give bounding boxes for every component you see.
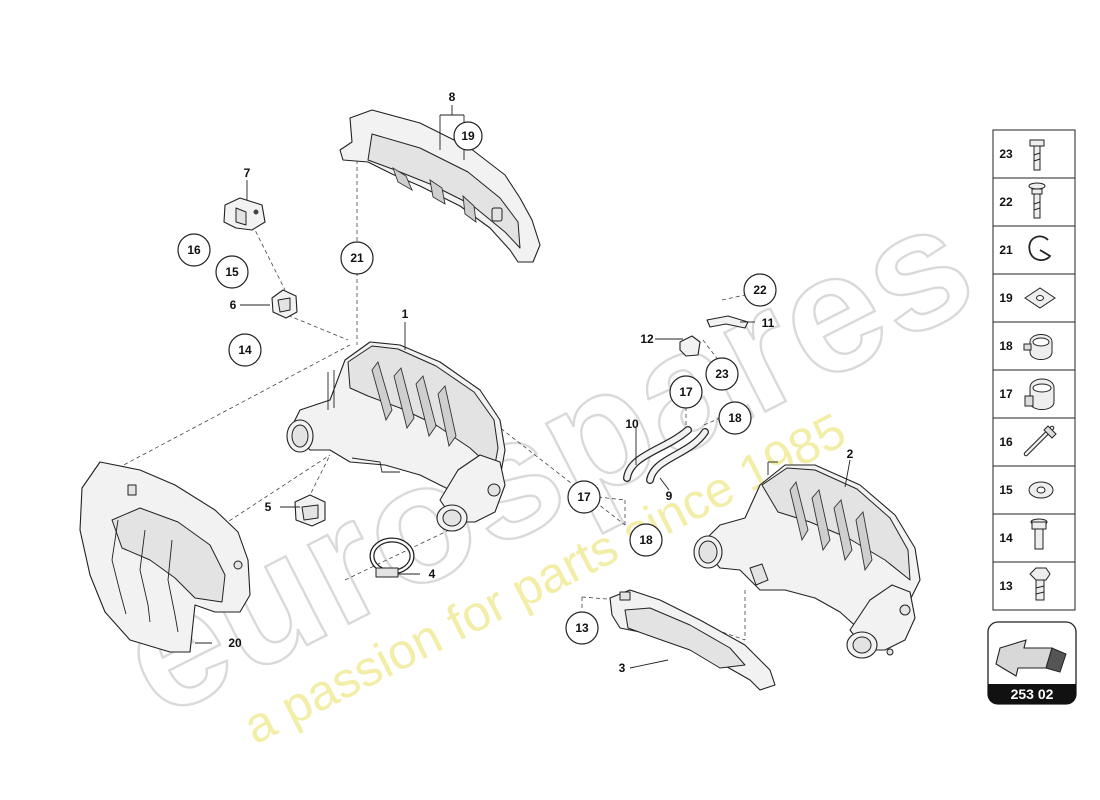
circled-callout-23: 23 — [705, 357, 739, 391]
callout-12: 12 — [640, 332, 654, 346]
svg-text:13: 13 — [999, 579, 1013, 593]
circled-callout-15: 15 — [215, 255, 249, 289]
watermark-brand: eurospares — [91, 164, 1001, 752]
mount-6 — [271, 289, 298, 319]
legend-row-15: 15 — [992, 465, 1076, 515]
svg-text:16: 16 — [187, 243, 201, 257]
svg-text:14: 14 — [238, 343, 252, 357]
mount-5 — [294, 494, 326, 527]
legend-row-19: 19 — [992, 273, 1076, 323]
svg-text:14: 14 — [999, 531, 1013, 545]
svg-text:16: 16 — [999, 435, 1013, 449]
svg-text:19: 19 — [999, 291, 1013, 305]
svg-text:17: 17 — [679, 385, 693, 399]
callout-4: 4 — [429, 567, 436, 581]
callout-7: 7 — [244, 166, 251, 180]
svg-text:22: 22 — [753, 283, 767, 297]
bracket-7 — [223, 197, 266, 231]
circled-callout-18-left: 18 — [629, 523, 663, 557]
hardware-legend: 23 22 21 — [992, 129, 1076, 611]
clamp-4 — [369, 537, 415, 578]
bracket-11 — [706, 315, 749, 329]
collar-bolt-icon — [1028, 182, 1046, 219]
silencer-1 — [286, 341, 506, 532]
svg-text:22: 22 — [999, 195, 1013, 209]
svg-text:13: 13 — [575, 621, 589, 635]
callout-11: 11 — [762, 316, 775, 330]
svg-text:21: 21 — [350, 251, 364, 265]
circled-callout-16: 16 — [177, 233, 211, 267]
legend-row-13: 13 — [992, 561, 1076, 611]
spring-clip-icon — [1028, 235, 1052, 261]
legend-row-22: 22 — [992, 177, 1076, 227]
legend-row-18: 18 — [992, 321, 1076, 371]
circled-callout-17-right: 17 — [669, 375, 703, 409]
legend-row-17: 17 — [992, 369, 1076, 419]
flange-bolt-icon — [1030, 518, 1048, 550]
circled-callout-14: 14 — [228, 333, 262, 367]
svg-text:15: 15 — [999, 483, 1013, 497]
hose-clamp-icon — [1023, 334, 1053, 360]
square-nut-icon — [1024, 287, 1056, 309]
bracket-12 — [679, 335, 701, 357]
circled-callout-22: 22 — [743, 273, 777, 307]
silencer-2 — [693, 461, 921, 659]
heat-shield-upper — [339, 109, 541, 263]
circled-callout-21: 21 — [340, 241, 374, 275]
svg-text:17: 17 — [999, 387, 1013, 401]
circled-callout-18-right: 18 — [718, 401, 752, 435]
svg-text:19: 19 — [461, 129, 475, 143]
stud-bolt-icon — [1023, 425, 1057, 457]
svg-text:23: 23 — [715, 367, 729, 381]
legend-row-23: 23 — [992, 129, 1076, 179]
callouts: 1 2 3 4 5 6 7 8 9 10 11 12 20 19 21 16 1… — [177, 90, 854, 675]
callout-20: 20 — [228, 636, 242, 650]
hex-flange-bolt-icon — [1029, 567, 1051, 601]
svg-text:18: 18 — [999, 339, 1013, 353]
svg-text:23: 23 — [999, 147, 1013, 161]
direction-arrow-icon — [995, 639, 1067, 677]
callout-6: 6 — [230, 298, 237, 312]
legend-row-14: 14 — [992, 513, 1076, 563]
callout-2: 2 — [847, 447, 854, 461]
reference-code: 253 02 — [1011, 686, 1054, 702]
callout-1: 1 — [402, 307, 409, 321]
reference-badge: 253 02 — [987, 621, 1077, 705]
callout-8: 8 — [449, 90, 456, 104]
callout-10: 10 — [625, 417, 639, 431]
svg-text:18: 18 — [728, 411, 742, 425]
svg-text:15: 15 — [225, 265, 239, 279]
callout-3: 3 — [619, 661, 626, 675]
hoses-9-10 — [623, 426, 709, 484]
legend-row-16: 16 — [992, 417, 1076, 467]
heat-shield-lower — [79, 461, 251, 653]
callout-5: 5 — [265, 500, 272, 514]
svg-text:18: 18 — [639, 533, 653, 547]
watermark: eurospares a passion for parts since 198… — [90, 163, 1003, 755]
svg-text:21: 21 — [999, 243, 1013, 257]
svg-text:17: 17 — [577, 490, 591, 504]
circled-callout-17-left: 17 — [567, 480, 601, 514]
washer-icon — [1028, 481, 1054, 499]
bracket-3 — [609, 589, 776, 691]
callout-9: 9 — [666, 489, 673, 503]
leader-lines — [195, 105, 851, 669]
band-clamp-icon — [1024, 378, 1055, 410]
circled-callout-19: 19 — [453, 121, 483, 151]
bolt-icon — [1029, 139, 1045, 171]
circled-callout-13: 13 — [565, 611, 599, 645]
legend-row-21: 21 — [992, 225, 1076, 275]
